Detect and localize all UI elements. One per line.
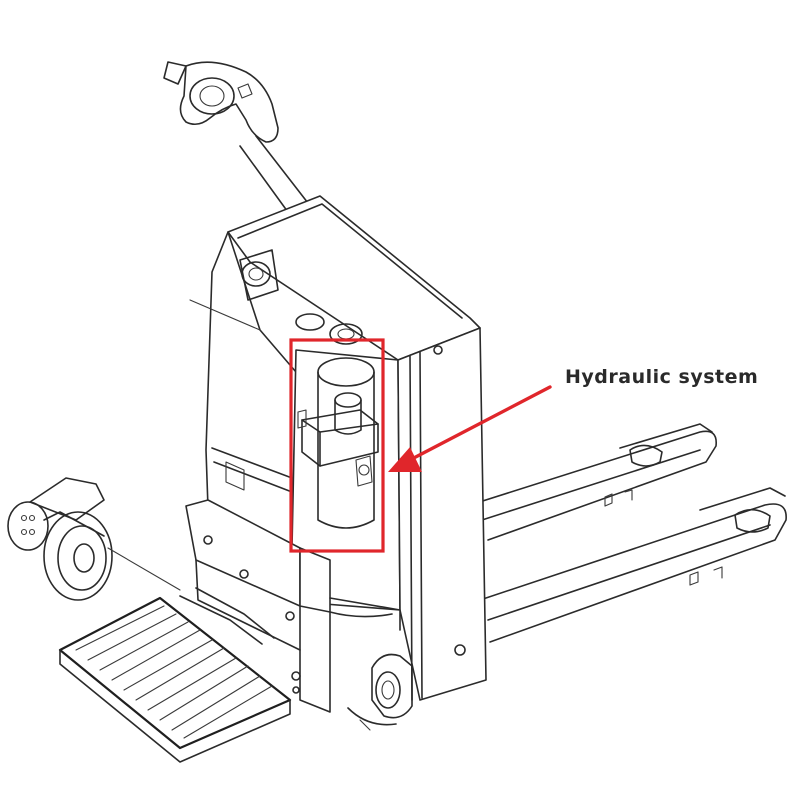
drive-wheel — [347, 653, 413, 731]
hydraulic-highlight-box — [289, 338, 385, 553]
hydraulic-cylinder — [297, 357, 379, 529]
caster-wheel-exploded — [7, 477, 181, 601]
callout-arrowhead — [388, 447, 422, 472]
fork-lower — [479, 487, 787, 643]
callout-arrow-line — [406, 385, 552, 463]
fork-upper — [469, 423, 717, 541]
lower-chassis — [185, 499, 401, 713]
platform-step — [58, 587, 301, 763]
hydraulic-callout — [289, 338, 552, 553]
hydraulic-system-label: Hydraulic system — [565, 366, 759, 388]
truck-body — [189, 195, 487, 701]
